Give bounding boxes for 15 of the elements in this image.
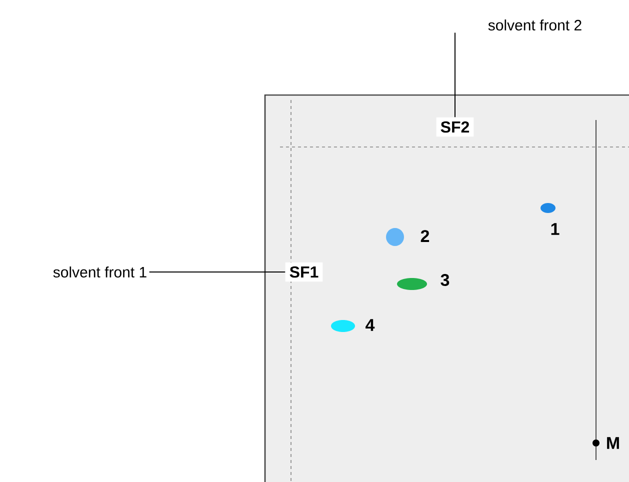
front-label: SF2	[436, 117, 474, 137]
spot-number: 3	[440, 274, 450, 286]
spot-number: M	[607, 437, 619, 449]
spot	[397, 278, 427, 290]
annotation-text: solvent front 2	[488, 20, 582, 30]
spot-number: 2	[420, 230, 430, 242]
annotation-text: solvent front 1	[53, 266, 146, 278]
spot	[540, 203, 556, 213]
marker-dot	[592, 440, 600, 446]
spot	[331, 320, 355, 332]
spot	[386, 228, 404, 246]
spot-number: 1	[551, 223, 560, 235]
front-label: SF1	[285, 262, 323, 282]
leader-line	[454, 32, 456, 118]
spot-number: 4	[366, 319, 375, 331]
